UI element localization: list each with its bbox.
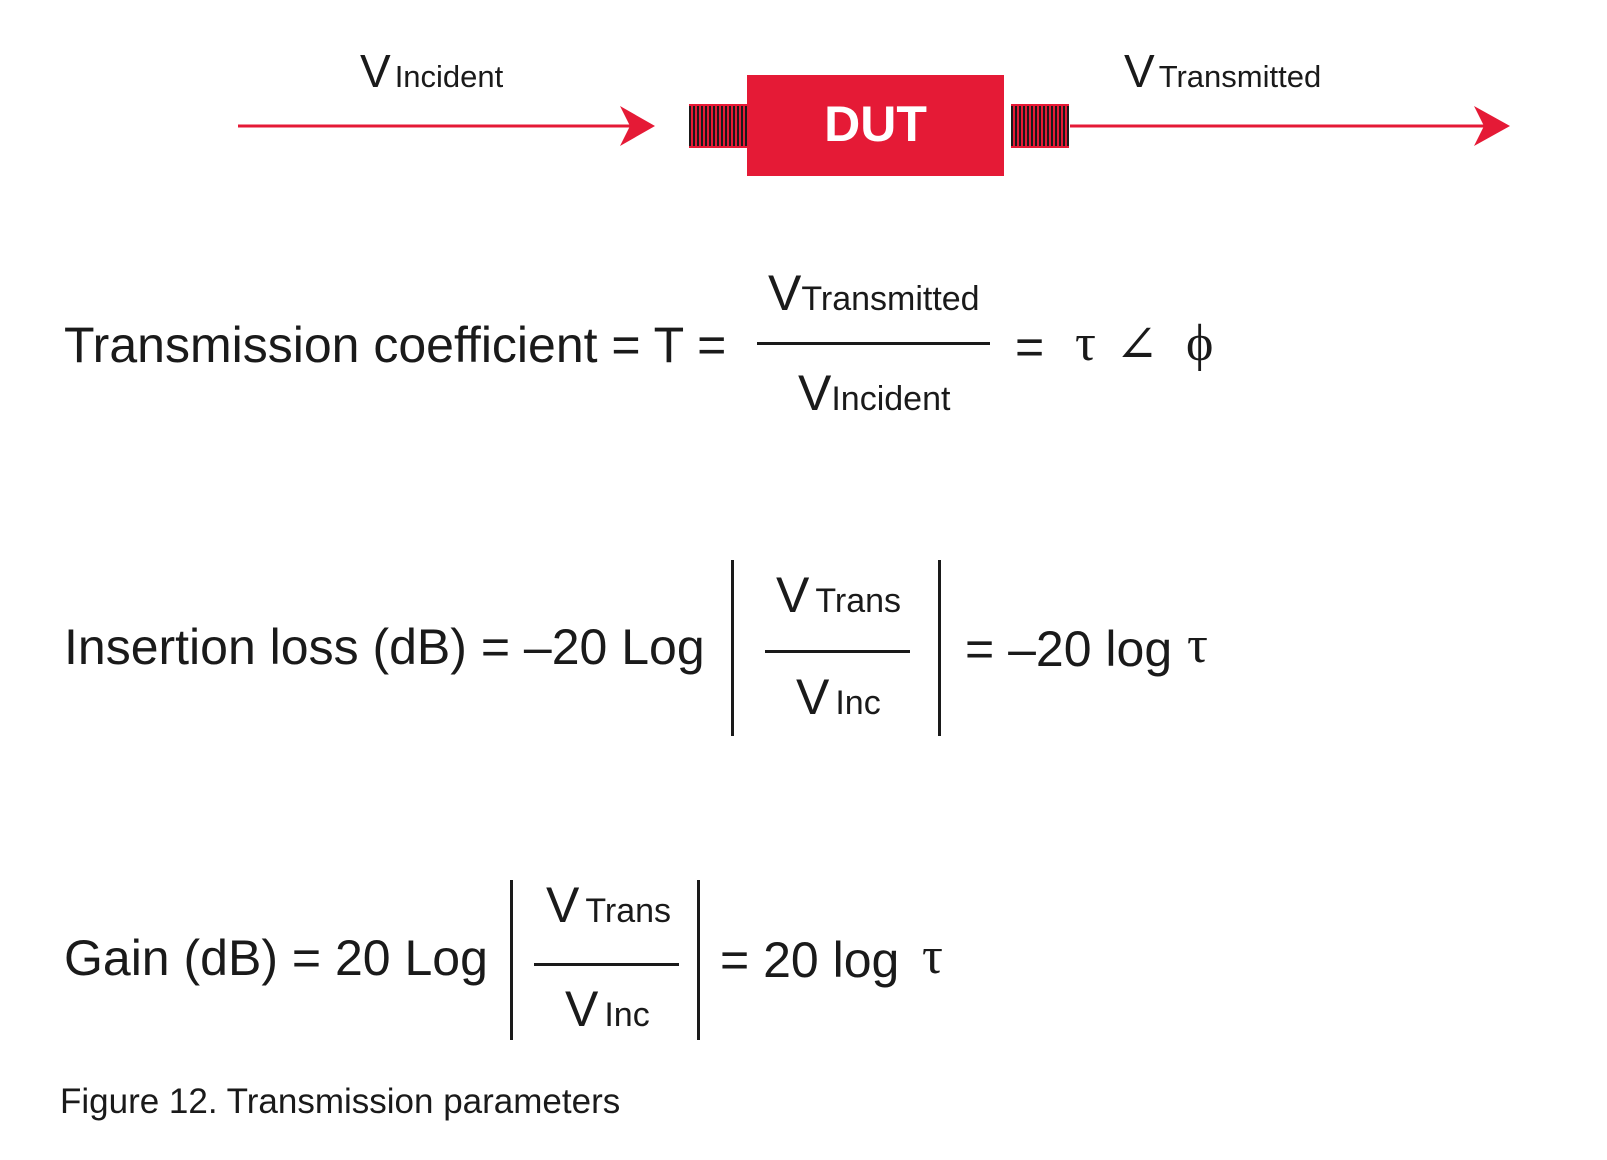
incident-arrowhead (620, 106, 655, 146)
transmitted-arrowhead (1474, 106, 1510, 146)
transmission-denominator: VIncident (798, 365, 951, 421)
gain-tau-symbol: τ (922, 928, 943, 985)
insertion-loss-lhs: Insertion loss (dB) = –20 Log (64, 619, 705, 675)
insertion-loss-tau-symbol: τ (1187, 617, 1208, 674)
tau-symbol: τ (1075, 315, 1096, 372)
insertion-loss-fraction-bar (765, 650, 910, 653)
transmission-fraction-bar (757, 342, 990, 345)
insertion-loss-abs-bar-right (938, 560, 941, 736)
insertion-loss-rhs: = –20 log (965, 621, 1173, 677)
signal-arrows (238, 106, 1510, 146)
output-connector (1011, 104, 1069, 148)
insertion-loss-abs-bar-left (731, 560, 734, 736)
gain-fraction-bar (534, 963, 679, 966)
transmission-lhs: Transmission coefficient = T = (64, 317, 727, 373)
gain-abs-bar-right (697, 880, 700, 1040)
figure-caption: Figure 12. Transmission parameters (60, 1082, 621, 1121)
phi-symbol: ϕ (1186, 315, 1214, 372)
input-connector (689, 104, 747, 148)
gain-rhs: = 20 log (720, 932, 900, 988)
angle-symbol: ∠ (1115, 317, 1159, 374)
dut-label: DUT (824, 96, 927, 152)
gain-lhs: Gain (dB) = 20 Log (64, 930, 488, 986)
transmission-numerator: VTransmitted (768, 265, 980, 321)
transmission-equals: = (1015, 319, 1045, 375)
dut-box: DUT (747, 75, 1004, 176)
gain-abs-bar-left (510, 880, 513, 1040)
